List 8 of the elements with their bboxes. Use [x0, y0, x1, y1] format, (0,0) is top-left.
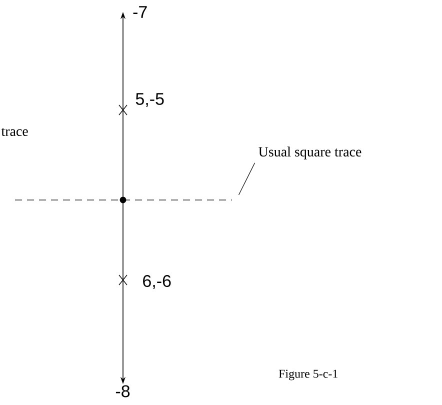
- caption: Figure 5-c-1: [278, 370, 338, 380]
- point-label: 6,-6: [143, 274, 171, 290]
- text: trace: [1, 128, 28, 136]
- axis-end-label: -8: [116, 385, 130, 398]
- callout-text: Usual square trace: [258, 146, 362, 160]
- point-label: 5,-5: [136, 93, 164, 107]
- leader-line: [238, 162, 256, 196]
- axis-end-label: -7: [133, 6, 147, 18]
